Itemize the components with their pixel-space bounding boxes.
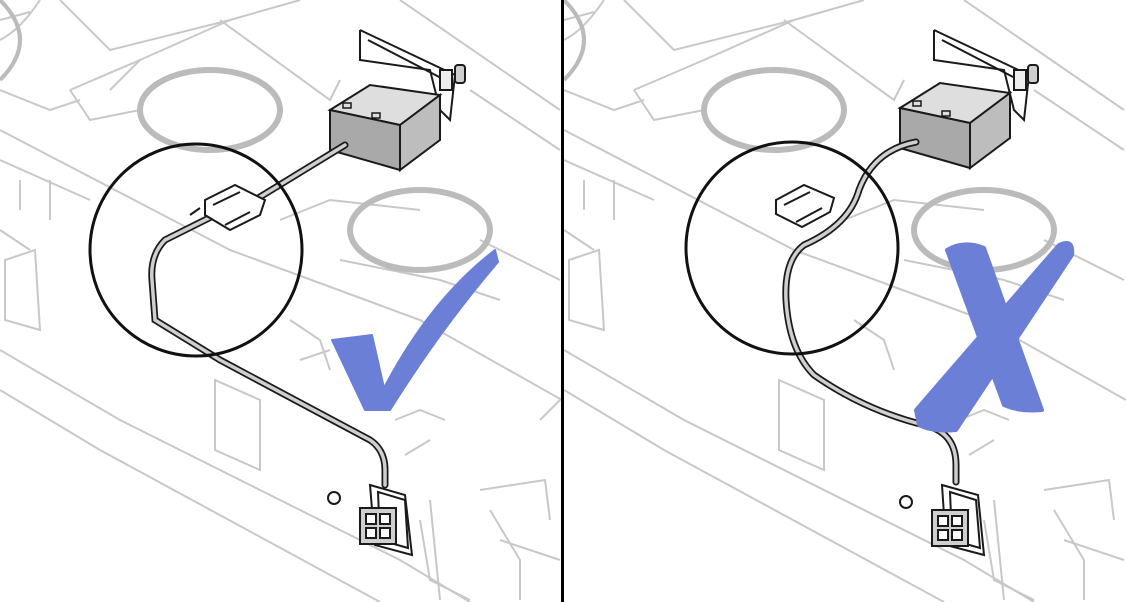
panel-incorrect-routing xyxy=(564,0,1126,602)
fan-opening-lower xyxy=(347,187,493,273)
air-baffle-line-art xyxy=(0,0,562,602)
correct-routing-drawing xyxy=(0,0,562,602)
magnifier-circle xyxy=(684,140,900,356)
incorrect-routing-drawing xyxy=(564,0,1126,602)
check-mark-icon xyxy=(331,249,499,411)
fan-opening-upper xyxy=(137,67,283,153)
panel-correct-routing xyxy=(0,0,562,602)
cable-clip xyxy=(775,183,836,229)
board-connector xyxy=(327,483,414,557)
panel-divider xyxy=(561,0,564,602)
x-mark-icon xyxy=(914,241,1075,433)
intrusion-sensor-box xyxy=(897,81,1013,170)
fan-opening-upper xyxy=(701,67,847,153)
magnifier-circle xyxy=(88,142,304,358)
board-connector xyxy=(899,483,986,557)
intrusion-sensor-box xyxy=(327,83,443,172)
sensor-bracket xyxy=(933,29,1039,123)
sensor-cable xyxy=(148,141,389,489)
cable-clip xyxy=(189,183,267,232)
